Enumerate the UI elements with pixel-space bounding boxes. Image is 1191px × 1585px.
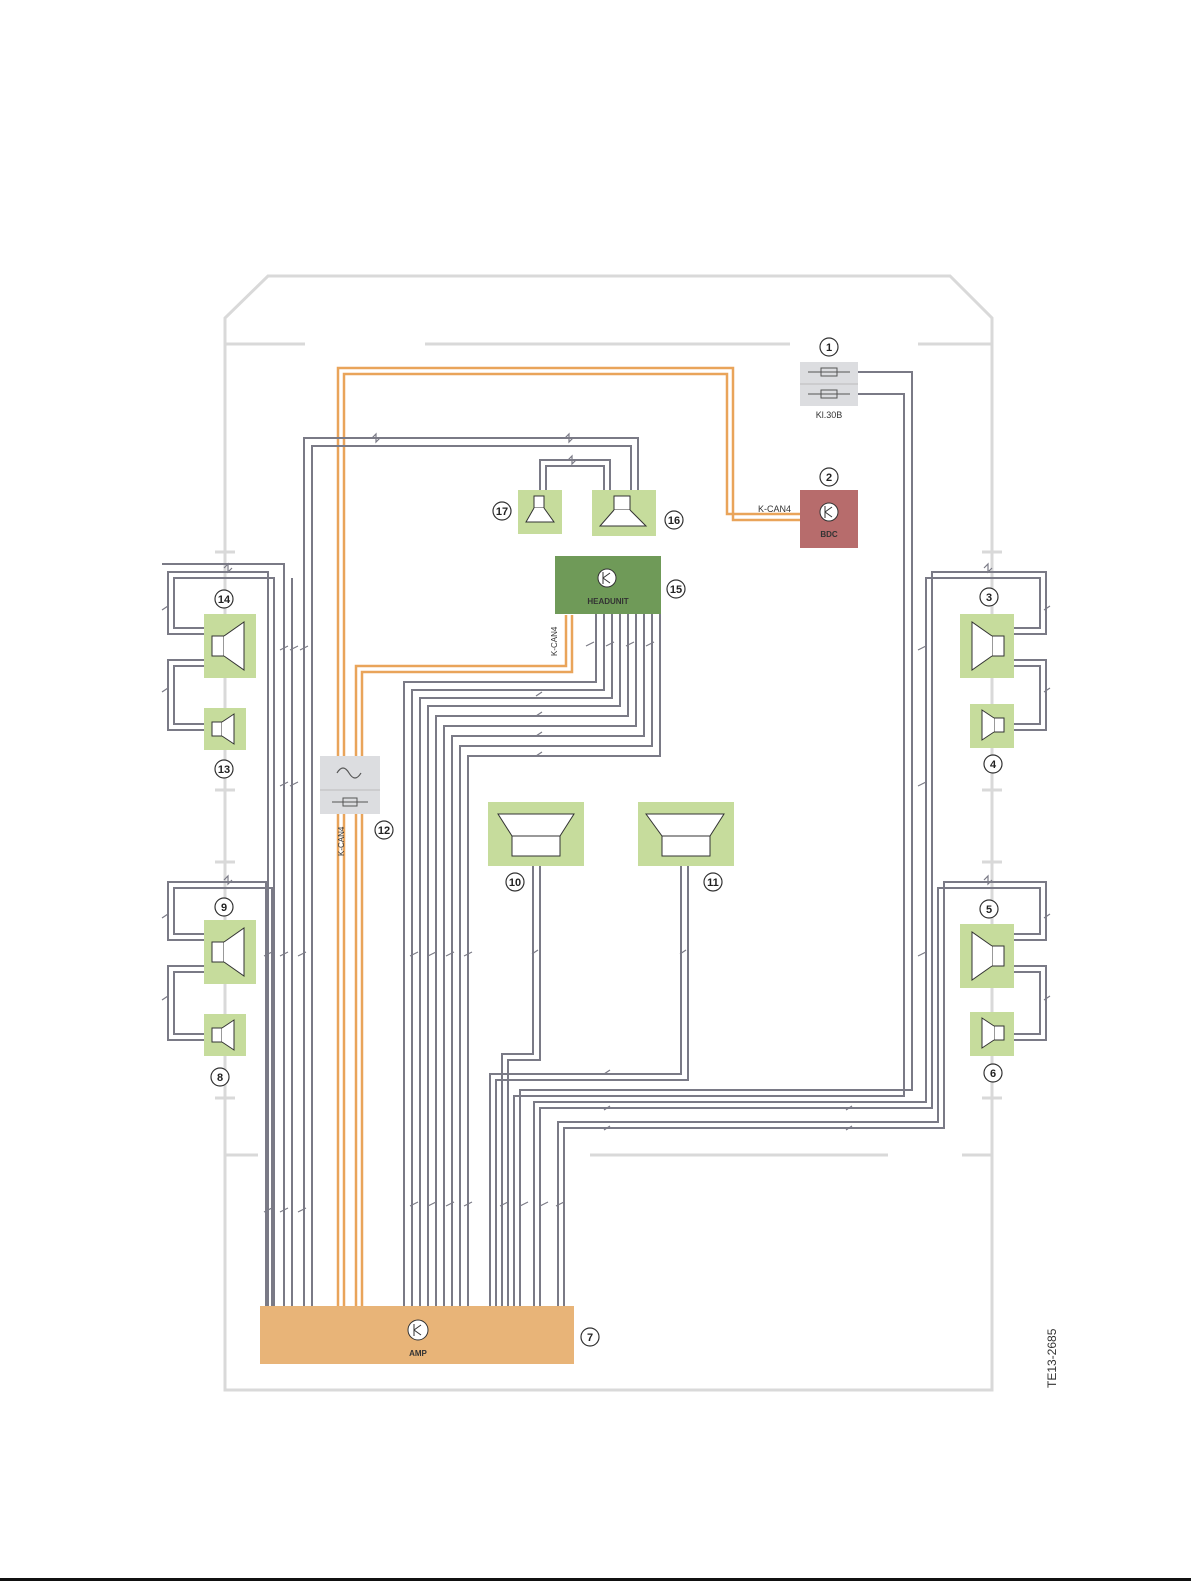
bdc-can-label: K-CAN4 — [758, 504, 791, 514]
callout-1: 1 — [826, 342, 832, 354]
front-right-midrange-speaker-icon — [960, 614, 1014, 678]
callout-5: 5 — [986, 904, 992, 916]
callout-10: 10 — [509, 877, 521, 889]
callout-16: 16 — [668, 515, 680, 527]
filter-can-label: K-CAN4 — [337, 826, 346, 856]
headunit-can-label: K-CAN4 — [550, 626, 559, 656]
callout-3: 3 — [986, 592, 992, 604]
filter-fuse-unit — [320, 756, 380, 814]
rear-right-midrange-speaker-icon — [960, 924, 1014, 988]
callout-14: 14 — [218, 594, 231, 606]
callout-17: 17 — [496, 506, 508, 518]
bdc-label: BDC — [820, 530, 838, 539]
page-bottom-rule — [0, 1578, 1191, 1581]
amp-label: AMP — [409, 1349, 427, 1358]
rear-left-midrange-speaker-icon — [204, 920, 256, 984]
front-left-midrange-speaker-icon — [204, 614, 256, 678]
front-left-tweeter-icon — [204, 708, 246, 750]
front-right-tweeter-icon — [970, 704, 1014, 748]
center-speaker-icon — [592, 490, 656, 536]
callout-13: 13 — [218, 764, 230, 776]
callout-4: 4 — [990, 759, 997, 771]
headunit-label: HEADUNIT — [587, 597, 628, 606]
vehicle-outline — [215, 276, 1002, 1390]
headunit: HEADUNIT — [555, 556, 661, 614]
callout-8: 8 — [217, 1072, 223, 1084]
center-tweeter-icon — [518, 490, 562, 534]
fuse-block-label: Kl.30B — [816, 410, 843, 420]
callout-9: 9 — [221, 902, 227, 914]
callout-2: 2 — [826, 472, 832, 484]
callout-6: 6 — [990, 1068, 996, 1080]
fuse-block-kl30b: Kl.30B — [800, 362, 858, 420]
callout-11: 11 — [707, 877, 719, 889]
rear-left-tweeter-icon — [204, 1014, 246, 1056]
right-subwoofer-icon — [638, 802, 734, 866]
reference-code: TE13-2685 — [1045, 1328, 1059, 1388]
number-callouts — [211, 338, 1002, 1346]
rear-right-tweeter-icon — [970, 1012, 1014, 1056]
bdc-control-unit: BDC — [800, 490, 858, 548]
callout-12: 12 — [378, 825, 390, 837]
amplifier: AMP — [260, 1306, 574, 1364]
left-subwoofer-icon — [488, 802, 584, 866]
callout-15: 15 — [670, 584, 682, 596]
callout-7: 7 — [587, 1332, 593, 1344]
